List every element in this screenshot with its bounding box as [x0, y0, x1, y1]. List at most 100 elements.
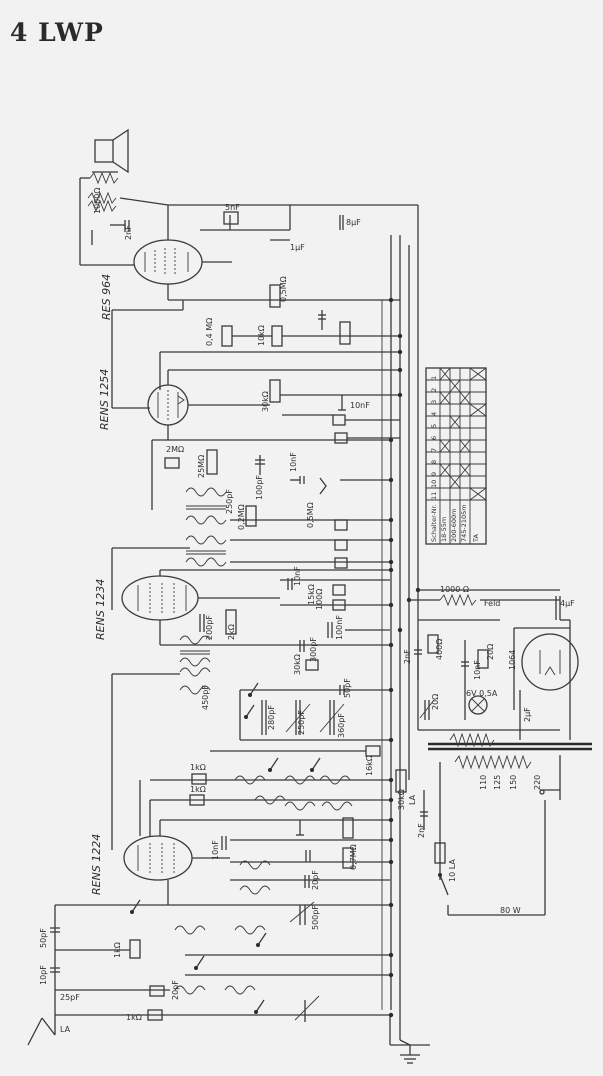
tube-label-rens1224: RENS 1224	[90, 834, 103, 895]
switch-column-number: 8	[430, 460, 438, 464]
switch-column-number: 11	[430, 492, 438, 500]
value-label: 10nF	[211, 840, 220, 860]
switch-column-number: 5	[430, 424, 438, 428]
mains-tap-110: 110	[479, 775, 488, 790]
switch-column-number: 1	[430, 376, 438, 380]
value-label: 8μF	[346, 218, 361, 227]
value-label: 450pF	[201, 685, 210, 710]
value-label: 20Ω	[431, 694, 440, 710]
value-label: 25pF	[60, 993, 80, 1002]
switch-column-number: 7	[430, 448, 438, 452]
switch-table	[425, 367, 487, 545]
value-label: 10pF	[39, 965, 48, 985]
value-label: 20Ω	[486, 644, 495, 660]
pilot-lamp-icon	[468, 695, 488, 715]
value-label: 1kΩ	[190, 763, 206, 772]
value-label: 250pF	[225, 489, 234, 514]
value-label: 360pF	[337, 713, 346, 738]
value-label: 0,2MΩ	[237, 504, 246, 530]
if-transformer-4	[179, 667, 211, 695]
switch-column-number: 3	[430, 400, 438, 404]
field-label: Feld	[484, 599, 500, 608]
tube-rens1234	[121, 575, 199, 621]
value-label: 200pF	[205, 615, 214, 640]
value-label: 25MΩ	[197, 455, 206, 478]
value-label: 100Ω	[315, 589, 324, 610]
output-resistor-label: 1000Ω	[93, 188, 102, 214]
speaker-icon	[79, 128, 129, 265]
tube-label-rens1254: RENS 1254	[98, 369, 111, 430]
tube-res964	[133, 239, 232, 285]
tube-label-res964: RES 964	[100, 274, 113, 320]
rectifier-label: 1064	[508, 650, 517, 670]
value-label: 0,5MΩ	[279, 276, 288, 302]
value-label: 280pF	[267, 705, 276, 730]
diagram-title: 4 LWP	[10, 18, 104, 47]
value-label: 2nF	[403, 649, 412, 664]
switch-column-number: 6	[430, 436, 438, 440]
rectifier-tube	[521, 633, 579, 691]
antenna-icon	[27, 1017, 56, 1046]
value-label: 100nF	[335, 615, 344, 640]
value-label: 400Ω	[435, 639, 444, 660]
lamp-label: 6V 0,5A	[466, 689, 498, 698]
switch-column-number: 2	[430, 388, 438, 392]
power-label: 80 W	[500, 906, 521, 915]
if-transformer-3	[179, 635, 211, 667]
value-label: 1kΩ	[126, 1013, 142, 1022]
antenna-lead-label: LA	[408, 794, 417, 805]
value-label: 2MΩ	[166, 445, 184, 454]
value-label: 10nF	[293, 566, 302, 586]
ground-icon	[400, 1045, 420, 1064]
value-label: 10nF	[473, 660, 482, 680]
cap-label: 4μF	[560, 599, 575, 608]
tube-rens1224	[123, 835, 193, 881]
value-label: 1kΩ	[190, 785, 206, 794]
fuse-label: 10 LA	[448, 859, 457, 882]
junction-dots	[388, 297, 421, 1018]
mains-tap-220: 220	[533, 775, 542, 790]
switch-table-row: 200-600m	[450, 509, 458, 543]
value-label: 0,5MΩ	[306, 502, 315, 528]
switch-table-row: 18-55m	[440, 517, 448, 542]
switch-column-number: 10	[430, 480, 438, 488]
value-label: 500pF	[311, 905, 320, 930]
speaker-cap-label: 2μF	[523, 707, 532, 722]
value-label: 20pF	[171, 980, 180, 1000]
tube-rens1254	[147, 384, 189, 426]
if-transformer-2	[185, 535, 227, 567]
mains-transformer	[449, 732, 532, 770]
wave-switch	[130, 682, 321, 1014]
value-label: 0,7MΩ	[349, 844, 358, 870]
value-label: 30kΩ	[397, 789, 406, 810]
value-label: 5nF	[225, 203, 240, 212]
value-label: 50pF	[39, 928, 48, 948]
field-coil	[439, 593, 477, 607]
value-label: 100pF	[255, 475, 264, 500]
value-label: 15kΩ	[307, 584, 316, 605]
value-label: 10nF	[350, 401, 370, 410]
if-transformer-1	[185, 487, 227, 525]
mains-tap-125: 125	[493, 775, 502, 790]
tuning-coils	[174, 775, 353, 995]
mains-tap-150: 150	[509, 775, 518, 790]
antenna-label: LA	[60, 1025, 71, 1034]
value-label: 50pF	[343, 678, 352, 698]
switch-column-number: 9	[430, 472, 438, 476]
output-cap-label: 2nF	[124, 225, 133, 240]
tube-label-rens1234: RENS 1234	[94, 579, 107, 640]
value-label: 1μF	[290, 243, 305, 252]
value-label: 30kΩ	[261, 391, 270, 412]
switch-column-number: 4	[430, 412, 438, 416]
value-label: 30kΩ	[293, 654, 302, 675]
value-label: 2kΩ	[227, 624, 236, 640]
value-label: 0,4 MΩ	[205, 318, 214, 346]
value-label: 16kΩ	[365, 755, 374, 776]
switch-table-row: TA	[472, 534, 480, 543]
value-label: 10nF	[289, 452, 298, 472]
switch-table-row: 745-2105m	[460, 504, 468, 542]
value-label: 250pF	[297, 710, 306, 735]
value-label: 300pF	[309, 637, 318, 662]
value-label: 2nF	[417, 823, 426, 838]
